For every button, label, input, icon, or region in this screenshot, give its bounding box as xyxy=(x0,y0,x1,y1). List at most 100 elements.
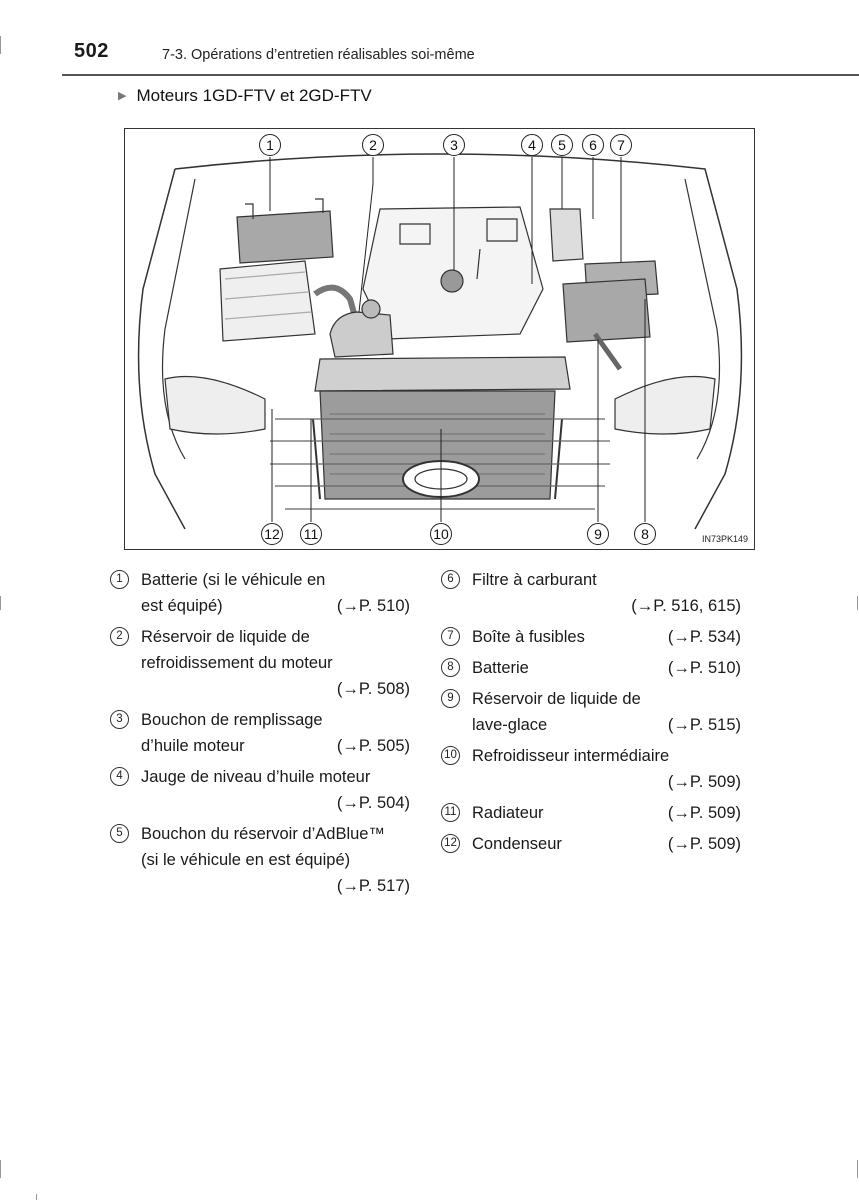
leader-lines xyxy=(269,157,646,522)
header-rule xyxy=(62,74,859,76)
page-reference: (→P. 515) xyxy=(667,716,741,734)
legend-text: est équipé) xyxy=(141,597,223,615)
legend-item: 8 Batterie (→P. 510) xyxy=(441,655,741,681)
legend-line: Bouchon du réservoir d’AdBlue™ xyxy=(141,821,410,847)
legend-line: (si le véhicule en est équipé) xyxy=(141,847,410,873)
callout-1: 1 xyxy=(259,134,281,156)
callout-2: 2 xyxy=(362,134,384,156)
callout-6: 6 xyxy=(582,134,604,156)
legend-number: 10 xyxy=(441,746,460,765)
legend-text: Jauge de niveau d’huile moteur xyxy=(141,768,371,786)
figure-code: IN73PK149 xyxy=(701,534,748,544)
headlight-right xyxy=(614,375,716,435)
crop-mark xyxy=(857,596,858,610)
legend-line: Bouchon de remplissage xyxy=(141,707,410,733)
legend-item: 12 Condenseur (→P. 509) xyxy=(441,831,741,857)
legend-number: 6 xyxy=(441,570,460,589)
legend-line: (→P. 504) xyxy=(141,790,410,816)
legend-text: lave-glace xyxy=(472,716,548,734)
coolant-reservoir xyxy=(329,311,394,358)
callout-3: 3 xyxy=(443,134,465,156)
legend-line: (→P. 517) xyxy=(141,873,410,899)
legend-text: Réservoir de liquide de xyxy=(141,628,310,646)
legend-text: Batterie xyxy=(472,659,529,677)
legend-text: refroidissement du moteur xyxy=(141,654,333,672)
crop-mark xyxy=(36,1194,37,1200)
legend-line: Batterie (→P. 510) xyxy=(472,655,741,681)
legend-line: refroidissement du moteur xyxy=(141,650,410,676)
page-reference: (→P. 509) xyxy=(667,835,741,853)
page-reference: (→P. 509) xyxy=(667,773,741,791)
legend-text: Réservoir de liquide de xyxy=(472,690,641,708)
legend-line: (→P. 516, 615) xyxy=(472,593,741,619)
subsection-heading: ▶Moteurs 1GD-FTV et 2GD-FTV xyxy=(118,86,372,106)
subsection-title: Moteurs 1GD-FTV et 2GD-FTV xyxy=(136,86,372,105)
legend-item: 4 Jauge de niveau d’huile moteur (→P. 504) xyxy=(110,764,410,816)
fuel-filter xyxy=(549,208,584,262)
callout-7: 7 xyxy=(610,134,632,156)
crop-mark xyxy=(0,1160,1,1178)
radiator-support xyxy=(314,356,571,392)
legend-item: 9 Réservoir de liquide de lave-glace (→P. 5… xyxy=(441,686,741,738)
engine-illustration xyxy=(137,153,743,530)
legend-item: 6 Filtre à carburant (→P. 516, 615) xyxy=(441,567,741,619)
legend-line: (→P. 509) xyxy=(472,769,741,795)
crop-mark xyxy=(0,36,1,54)
legend-number: 1 xyxy=(110,570,129,589)
legend-item: 5 Bouchon du réservoir d’AdBlue™ (si le vé… xyxy=(110,821,410,899)
crop-mark xyxy=(0,596,1,610)
legend-number: 5 xyxy=(110,824,129,843)
page-reference: (→P. 510) xyxy=(667,659,741,677)
engine-compartment-figure: 1 2 3 4 5 6 7 8 9 10 11 12 IN73PK149 xyxy=(124,128,755,550)
page-number: 502 xyxy=(74,40,109,62)
legend-line: (→P. 508) xyxy=(141,676,410,702)
callout-4: 4 xyxy=(521,134,543,156)
legend-number: 8 xyxy=(441,658,460,677)
legend-left-column: 1 Batterie (si le véhicule en est équipé) (… xyxy=(110,567,410,899)
legend-item: 11 Radiateur(→P. 509) xyxy=(441,800,741,826)
page-reference: (→P. 534) xyxy=(667,628,741,646)
legend-item: 1 Batterie (si le véhicule en est équipé) (… xyxy=(110,567,410,619)
legend-item: 7 Boîte à fusibles (→P. 534) xyxy=(441,624,741,650)
legend-number: 9 xyxy=(441,689,460,708)
page-reference: (→P. 505) xyxy=(336,737,410,755)
legend-text: d’huile moteur xyxy=(141,737,245,755)
legend-number: 7 xyxy=(441,627,460,646)
callout-8: 8 xyxy=(634,523,656,545)
legend-text: Refroidisseur intermédiaire xyxy=(472,747,670,765)
legend-number: 12 xyxy=(441,834,460,853)
page-reference: (→P. 516, 615) xyxy=(631,597,741,615)
battery-right xyxy=(562,278,651,343)
legend-line: Radiateur(→P. 509) xyxy=(472,800,741,826)
legend-text: Condenseur xyxy=(472,835,562,853)
page-reference: (→P. 510) xyxy=(336,597,410,615)
legend-line: Batterie (si le véhicule en xyxy=(141,567,410,593)
legend-number: 2 xyxy=(110,627,129,646)
headlight-left xyxy=(164,375,266,435)
callout-5: 5 xyxy=(551,134,573,156)
crop-mark xyxy=(857,1160,858,1178)
legend-line: lave-glace (→P. 515) xyxy=(472,712,741,738)
page-reference: (→P. 504) xyxy=(336,794,410,812)
legend-right-column: 6 Filtre à carburant (→P. 516, 615) 7 Boîte … xyxy=(441,567,741,857)
legend-text: Bouchon de remplissage xyxy=(141,711,323,729)
legend-line: est équipé) (→P. 510) xyxy=(141,593,410,619)
legend-line: Réservoir de liquide de xyxy=(141,624,410,650)
legend-line: Jauge de niveau d’huile moteur xyxy=(141,764,410,790)
legend-item: 2 Réservoir de liquide de refroidissement … xyxy=(110,624,410,702)
battery-left xyxy=(236,210,334,264)
callout-10: 10 xyxy=(430,523,452,545)
legend-text: Filtre à carburant xyxy=(472,571,597,589)
fender-right xyxy=(684,178,721,460)
legend-number: 11 xyxy=(441,803,460,822)
legend-text: Boîte à fusibles xyxy=(472,628,585,646)
legend-number: 4 xyxy=(110,767,129,786)
legend-text: (si le véhicule en est équipé) xyxy=(141,851,351,869)
page-reference: (→P. 508) xyxy=(336,680,410,698)
section-title: 7-3. Opérations d’entretien réalisables … xyxy=(162,47,475,63)
callout-12: 12 xyxy=(261,523,283,545)
legend-line: Refroidisseur intermédiaire xyxy=(472,743,741,769)
page-reference: (→P. 509) xyxy=(667,804,741,822)
hood-outline xyxy=(137,153,743,530)
